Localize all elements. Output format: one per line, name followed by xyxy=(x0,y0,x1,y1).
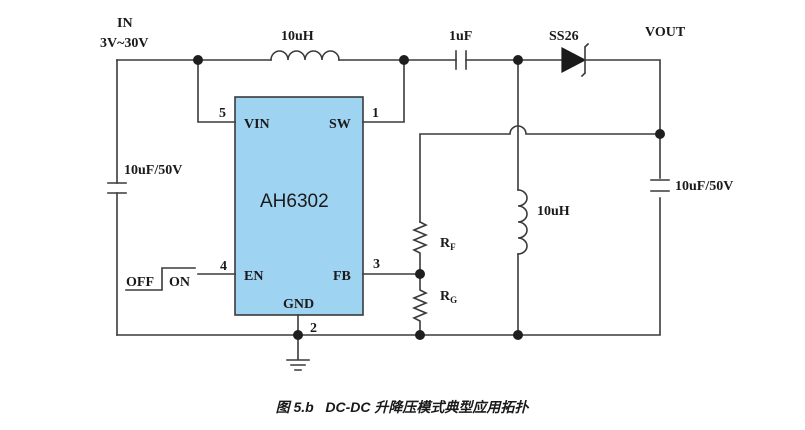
resistor-f-zigzag xyxy=(411,220,429,275)
inductor-right-value: 10uH xyxy=(537,204,570,219)
pin-sw-number: 1 xyxy=(372,106,379,121)
coupling-cap-value: 1uF xyxy=(449,29,472,44)
diode-label: SS26 xyxy=(549,29,579,44)
resistor-g-letter: R xyxy=(440,289,451,304)
wire-vin xyxy=(197,59,236,123)
switch-on-label: ON xyxy=(169,275,190,290)
output-cap-plates xyxy=(650,179,670,192)
pin-en-number: 4 xyxy=(220,259,227,274)
inductor-top-coil xyxy=(270,50,340,61)
wire-sw xyxy=(362,59,405,123)
resistor-g-sub: G xyxy=(450,295,457,305)
pin-fb-name: FB xyxy=(333,269,351,284)
resistor-f-label: RF xyxy=(440,236,456,252)
junction-dot xyxy=(415,269,425,279)
junction-dot xyxy=(655,129,665,139)
diode-body xyxy=(561,47,587,73)
junction-dot xyxy=(399,55,409,65)
junction-dot xyxy=(193,55,203,65)
ground-symbol xyxy=(286,334,310,371)
pin-en-name: EN xyxy=(244,269,263,284)
resistor-f-sub: F xyxy=(450,242,456,252)
pin-gnd-number: 2 xyxy=(310,321,317,336)
output-cap-value: 10uF/50V xyxy=(675,179,733,194)
output-label: VOUT xyxy=(645,25,686,40)
switch-off-label: OFF xyxy=(126,275,154,290)
junction-dot xyxy=(513,55,523,65)
junction-dot xyxy=(293,330,303,340)
input-range: 3V~30V xyxy=(100,36,149,51)
wire-feedback xyxy=(419,125,661,223)
figure-caption: 图 5.b DC-DC 升降压模式典型应用拓扑 xyxy=(276,399,530,415)
ic-body xyxy=(234,96,364,316)
coupling-cap-plates xyxy=(455,50,467,70)
switch-symbol xyxy=(125,267,196,291)
input-cap-value: 10uF/50V xyxy=(124,163,182,178)
resistor-f-letter: R xyxy=(440,236,451,251)
input-label: IN xyxy=(117,16,133,31)
wire-ground-rail xyxy=(116,197,661,336)
pin-fb-number: 3 xyxy=(373,257,380,272)
resistor-g-zigzag xyxy=(411,273,429,336)
wire-diode-to-out xyxy=(584,59,661,179)
ic-name: AH6302 xyxy=(260,191,329,212)
inductor-right-coil xyxy=(517,189,528,255)
pin-sw-name: SW xyxy=(329,117,351,132)
resistor-g-label: RG xyxy=(440,289,457,305)
pin-vin-number: 5 xyxy=(219,106,226,121)
input-cap-plates xyxy=(107,182,127,194)
inductor-top-value: 10uH xyxy=(281,29,314,44)
junction-dot xyxy=(415,330,425,340)
junction-dot xyxy=(513,330,523,340)
pin-vin-name: VIN xyxy=(244,117,270,132)
pin-gnd-name: GND xyxy=(283,297,314,312)
